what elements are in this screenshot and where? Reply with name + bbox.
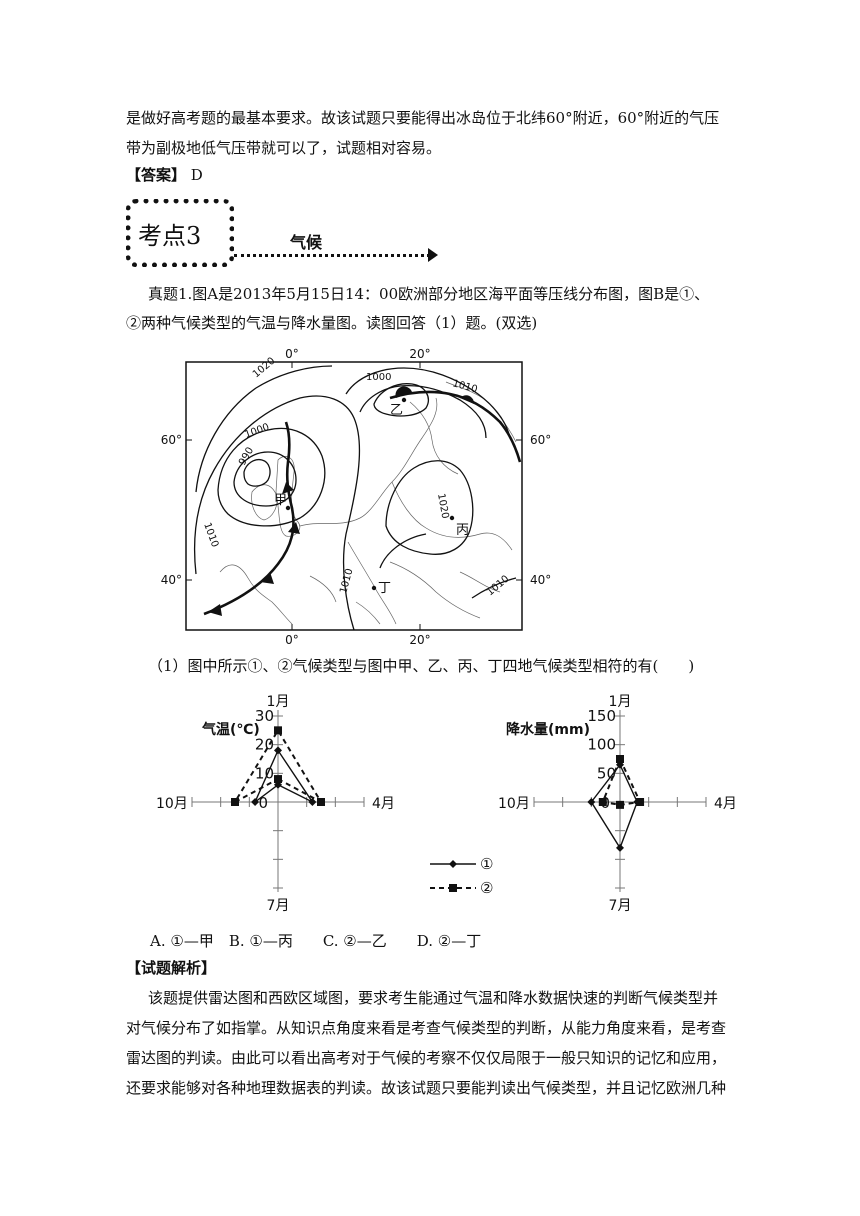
analysis-label: 【试题解析】	[126, 959, 217, 977]
chart-legend: ① ②	[430, 855, 493, 897]
square-marker-icon	[449, 884, 457, 892]
isobars	[193, 365, 517, 631]
temp-jan-label: 1月	[267, 694, 290, 710]
arrow-right-icon	[428, 248, 438, 262]
precip-series-2-point	[616, 800, 624, 809]
precip-tick-label: 150	[587, 707, 616, 725]
lat-60-right: 60°	[530, 433, 551, 447]
lon-20-top: 20°	[409, 347, 430, 361]
lat-40-right: 40°	[530, 573, 551, 587]
temp-series-2-point	[274, 775, 282, 784]
analysis-line-3: 雷达图的判读。由此可以看出高考对于气候的考察不仅仅局限于一般只知识的记忆和应用，	[126, 1049, 727, 1067]
section-topic: 气候	[290, 233, 323, 252]
analysis-line-4: 还要求能够对各种地理数据表的判读。故该试题只要能判读出气候类型，并且记忆欧洲几种	[126, 1079, 727, 1097]
analysis-line-2: 对气候分布了如指掌。从知识点角度来看是考查气候类型的判断，从能力角度来看，是考查	[126, 1019, 727, 1037]
precip-series-2-point	[636, 798, 645, 806]
section-dotted-line	[234, 254, 430, 257]
precip-title: 降水量(mm)	[506, 721, 590, 738]
sub-question: （1）图中所示①、②气候类型与图中甲、乙、丙、丁四地气候类型相符的有( )	[148, 657, 695, 675]
legend-1: ①	[480, 855, 493, 873]
temp-series-1-point	[274, 746, 282, 755]
text-line-2: 带为副极地低气压带就可以了，试题相对容易。	[126, 139, 442, 157]
temp-jul-label: 7月	[267, 898, 290, 914]
precip-series-1-point	[616, 843, 624, 852]
analysis-line-1: 该题提供雷达图和西欧区域图，要求考生能通过气温和降水数据快速的判断气候类型并	[148, 989, 719, 1007]
precip-jan-label: 1月	[609, 694, 632, 710]
precip-series-2-point	[616, 755, 624, 763]
text-line-1: 是做好高考题的最基本要求。故该试题只要能得出冰岛位于北纬60°附近，60°附近的…	[126, 109, 720, 127]
precip-tick-label: 100	[587, 736, 616, 754]
answer-label: 【答案】	[126, 166, 187, 184]
temp-series-2-point	[231, 798, 239, 806]
temp-oct-label: 10月	[156, 796, 188, 812]
lat-40-left: 40°	[161, 573, 182, 587]
answer-options: A. ①—甲 B. ①—丙 C. ②—乙 D. ②—丁	[150, 932, 482, 950]
precip-oct-label: 10月	[498, 796, 530, 812]
isobar-map: 0° 20° 0° 20° 60° 60° 40° 40° 1020 1000 …	[161, 347, 552, 646]
temp-tick-label: 0	[258, 794, 268, 812]
place-jia: 甲	[274, 493, 287, 508]
precipitation-radar-chart: 501001500	[533, 707, 707, 892]
precip-series-1-point	[587, 798, 596, 806]
weather-fronts	[203, 386, 522, 616]
temp-series-2-point	[274, 726, 282, 735]
map-frame	[185, 361, 523, 631]
temp-series-1-point	[251, 798, 260, 806]
temp-tick-label: 30	[255, 707, 274, 725]
temp-series-2-point	[317, 798, 325, 806]
temp-tick-label: 20	[255, 736, 274, 754]
temp-apr-label: 4月	[372, 796, 395, 812]
answer-line: 【答案】 D	[126, 163, 203, 187]
precip-apr-label: 4月	[714, 796, 737, 812]
temp-title: 气温(℃)	[201, 721, 260, 738]
place-bing: 丙	[456, 523, 469, 538]
lon-0-top: 0°	[285, 347, 299, 361]
lat-60-left: 60°	[161, 433, 182, 447]
precip-tick-label: 50	[597, 764, 616, 782]
section-badge	[126, 199, 234, 267]
isobar-label: 1020	[435, 493, 450, 520]
place-ding: 丁	[378, 581, 391, 596]
legend-2: ②	[480, 879, 493, 897]
temp-series-1-point	[274, 780, 282, 789]
isobar-label: 1000	[366, 372, 391, 383]
precip-series-2-point	[598, 798, 607, 806]
section-label: 考点3	[138, 222, 202, 250]
lon-20-bottom: 20°	[409, 633, 430, 646]
question-line-1: 真题1.图A是2013年5月15日14：00欧洲部分地区海平面等压线分布图，图B…	[148, 285, 710, 303]
place-yi: 乙	[390, 403, 403, 418]
precip-jul-label: 7月	[609, 898, 632, 914]
diamond-marker-icon	[449, 860, 457, 868]
question-line-2: ②两种气候类型的气温与降水量图。读图回答（1）题。(双选)	[126, 314, 538, 332]
temp-series-1-point	[308, 798, 317, 806]
answer-value: D	[190, 166, 203, 184]
lon-0-bottom: 0°	[285, 633, 299, 646]
